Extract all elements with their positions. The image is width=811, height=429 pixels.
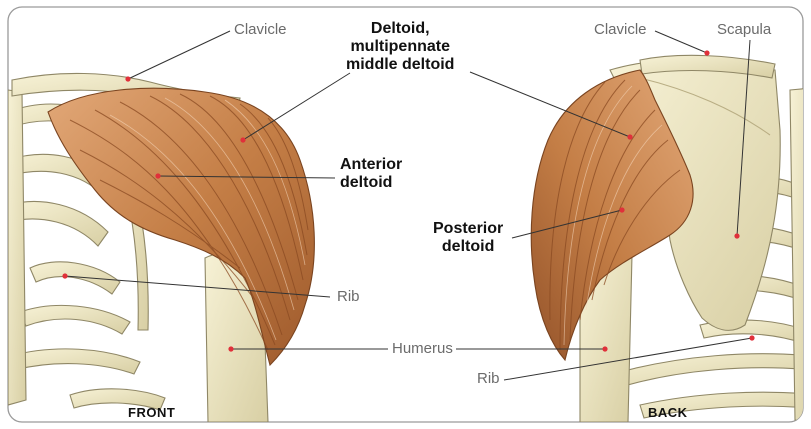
caption-front: FRONT bbox=[128, 405, 175, 420]
label-anterior-line1: Anterior bbox=[340, 156, 402, 174]
label-deltoid-middle: Deltoid, multipennate middle deltoid bbox=[346, 20, 454, 74]
label-humerus: Humerus bbox=[392, 340, 453, 357]
label-deltoid-line3: middle deltoid bbox=[346, 56, 454, 74]
label-deltoid-line1: Deltoid, bbox=[346, 20, 454, 38]
label-rib-back: Rib bbox=[477, 370, 500, 387]
label-anterior-deltoid: Anterior deltoid bbox=[340, 156, 402, 192]
label-scapula: Scapula bbox=[717, 21, 771, 38]
label-clavicle-back: Clavicle bbox=[594, 21, 647, 38]
label-rib-front: Rib bbox=[337, 288, 360, 305]
label-posterior-line2: deltoid bbox=[433, 238, 503, 256]
label-deltoid-line2: multipennate bbox=[346, 38, 454, 56]
label-posterior-deltoid: Posterior deltoid bbox=[433, 220, 503, 256]
caption-back: BACK bbox=[648, 405, 688, 420]
label-clavicle-front: Clavicle bbox=[234, 21, 287, 38]
label-anterior-line2: deltoid bbox=[340, 174, 402, 192]
label-posterior-line1: Posterior bbox=[433, 220, 503, 238]
